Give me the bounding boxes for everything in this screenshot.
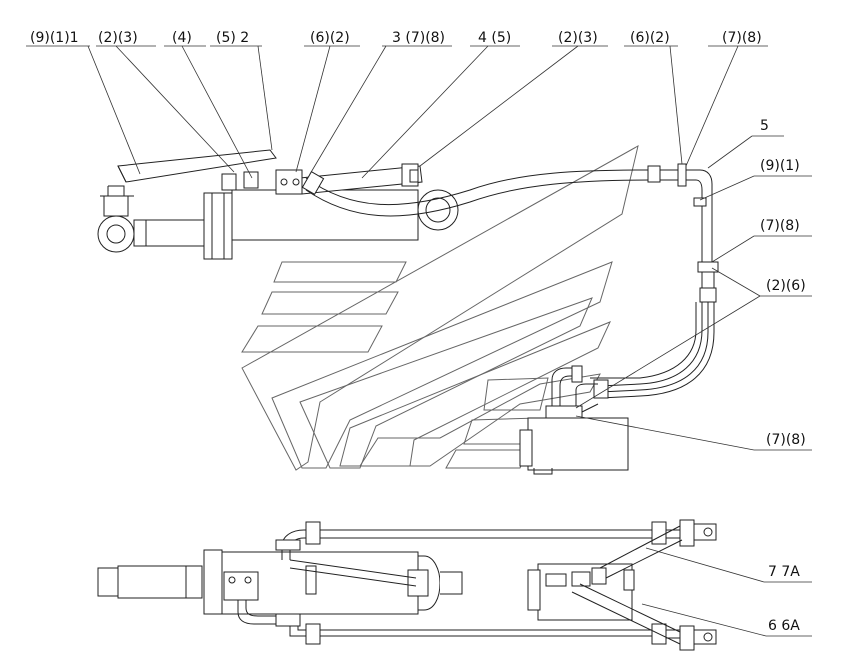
label-top-8: (2)(3) [558,30,598,46]
top-labels: (9)(1)1 (2)(3) (4) (5) 2 (6)(2) 3 (7)(8)… [30,30,762,46]
hose-upper-a [305,169,651,206]
label-right-4: (2)(6) [766,278,806,294]
leader-lines [26,45,812,637]
label-top-6: 3 (7)(8) [392,30,445,46]
label-right-5: (7)(8) [766,432,806,448]
label-bottom-2: 6 6A [768,618,800,634]
bottom-flange [203,549,223,615]
valve-block [519,365,629,475]
label-top-9: (6)(2) [630,30,670,46]
cylinder-barrel [231,189,419,241]
pipe-flange-mid [697,261,719,273]
right-piping [590,163,719,399]
fitting-block [275,169,303,195]
rod-eye-hole [106,224,126,244]
label-top-10: (7)(8) [722,30,762,46]
label-right-1: 5 [760,118,769,134]
label-top-2: (2)(3) [98,30,138,46]
bottom-labels: 7 7A 6 6A [768,564,800,634]
label-top-5: (6)(2) [310,30,350,46]
label-right-3: (7)(8) [760,218,800,234]
background-emblem [241,145,639,471]
pipe-clamp [693,197,707,207]
label-top-7: 4 (5) [478,30,511,46]
label-top-4: (5) 2 [216,30,249,46]
cylinder-flange [203,192,233,260]
top-cylinder-assembly [97,149,651,260]
pipe-flange-top [677,163,687,187]
label-top-3: (4) [172,30,192,46]
label-top-1: (9)(1)1 [30,30,79,46]
label-bottom-1: 7 7A [768,564,800,580]
bottom-cylinder-assembly [97,519,717,651]
right-labels: 5 (9)(1) (7)(8) (2)(6) (7)(8) [760,118,806,448]
bottom-valve-block [527,525,683,645]
piston-rod [133,219,207,247]
valve-body [527,417,629,471]
label-right-2: (9)(1) [760,158,800,174]
